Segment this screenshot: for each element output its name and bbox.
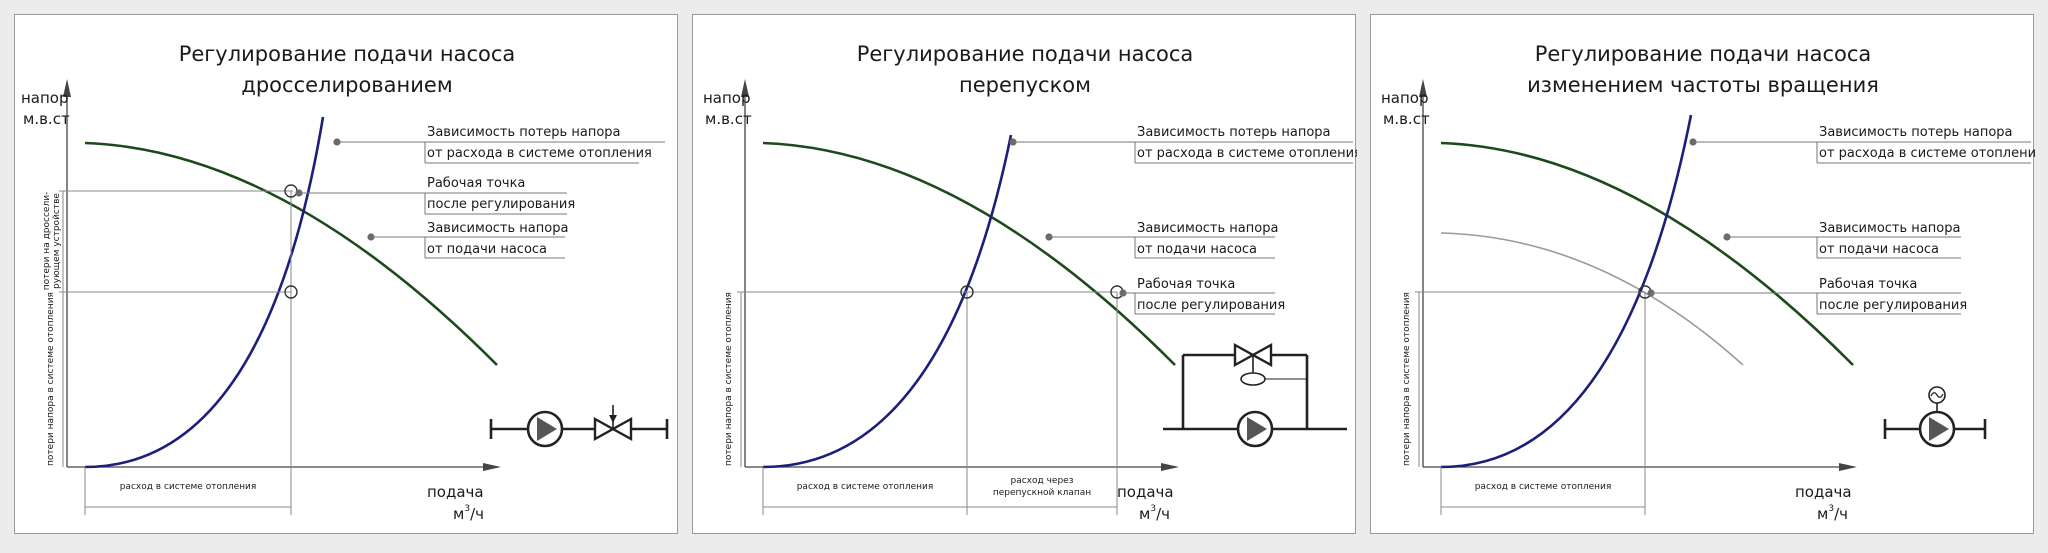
pump-curve: [1440, 141, 1854, 366]
panel-title-line2: изменением частоты вращения: [1527, 73, 1879, 97]
y-axis-label: напор: [703, 89, 751, 107]
y-axis-arrow: [63, 79, 71, 97]
label-1-line1: Зависимость потерь напора: [1137, 125, 1331, 140]
label-2-line1: Зависимость напора: [1137, 221, 1278, 236]
pump-with-throttle-valve-icon: [489, 405, 669, 448]
panel-title-line2: дросселированием: [241, 73, 452, 97]
panel-title-line1: Регулирование подачи насоса: [179, 42, 516, 66]
system-loss-note: потери напора в системе отопления: [46, 292, 56, 466]
label-3-line1: Рабочая точка: [1819, 277, 1917, 292]
panel-speed-control: Регулирование подачи насоса изменением ч…: [1370, 14, 2035, 534]
diagram-throttling: Регулирование подачи насоса дросселирова…: [21, 42, 669, 523]
label-2-line2: от подачи насоса: [1819, 242, 1939, 257]
x-axis-unit: м3/ч: [1817, 504, 1848, 523]
label-1-line2: от расхода в системе отопления: [427, 146, 652, 161]
flow-note: расход в системе отопления: [797, 482, 934, 492]
label-3-line1: Рабочая точка: [1137, 277, 1235, 292]
flow-note: расход в системе отопления: [120, 482, 257, 492]
x-axis-label: подача: [427, 483, 484, 501]
panel-title-line1: Регулирование подачи насоса: [1535, 42, 1872, 66]
label-3-line1: Зависимость напора: [427, 221, 568, 236]
throttle-loss-note: потери на дроссели-: [42, 192, 52, 291]
label-3-line2: после регулирования: [1819, 298, 1967, 313]
pump-curve: [84, 141, 498, 366]
panel-bypass: Регулирование подачи насоса перепуском н…: [692, 14, 1357, 534]
y-axis-unit: м.в.ст: [23, 110, 70, 128]
x-axis-label: подача: [1117, 483, 1174, 501]
x-axis-arrow: [483, 463, 501, 471]
x-axis-label: подача: [1795, 483, 1852, 501]
label-3-line2: после регулирования: [1137, 298, 1285, 313]
y-axis-unit: м.в.ст: [1383, 110, 1430, 128]
operating-point-system: [960, 285, 974, 299]
panel-title-line1: Регулирование подачи насоса: [857, 42, 1194, 66]
system-curve: [1440, 114, 1693, 469]
x-axis-arrow: [1161, 463, 1179, 471]
diagram-bypass: Регулирование подачи насоса перепуском н…: [703, 42, 1357, 523]
label-1-line2: от расхода в системе отопления: [1819, 146, 2035, 161]
label-2-line1: Зависимость напора: [1819, 221, 1960, 236]
label-1-line1: Зависимость потерь напора: [427, 125, 621, 140]
label-2-line2: от подачи насоса: [1137, 242, 1257, 257]
reduced-speed-pump-curve: [1440, 232, 1744, 366]
panel-throttling: Регулирование подачи насоса дросселирова…: [14, 14, 678, 534]
panel-title-line2: перепуском: [959, 73, 1091, 97]
y-axis-unit: м.в.ст: [705, 110, 752, 128]
bypass-flow-note-line1: расход через: [1011, 476, 1074, 486]
label-2-line2: после регулирования: [427, 197, 575, 212]
x-axis-arrow: [1839, 463, 1857, 471]
x-axis-unit: м3/ч: [1139, 504, 1170, 523]
label-1-line1: Зависимость потерь напора: [1819, 125, 2013, 140]
pump-with-bypass-valve-icon: [1163, 342, 1347, 448]
pump-curve: [762, 141, 1176, 366]
pump-with-frequency-drive-icon: [1883, 386, 1987, 448]
y-axis-label: напор: [21, 89, 69, 107]
operating-point-system: [284, 285, 298, 299]
throttle-loss-note2: рующем устройстве: [52, 193, 62, 289]
system-loss-note: потери напора в системе отопления: [724, 292, 734, 466]
y-axis-arrow: [1419, 79, 1427, 97]
label-1-line2: от расхода в системе отопления: [1137, 146, 1357, 161]
bypass-flow-note-line2: перепускной клапан: [993, 488, 1091, 498]
label-2-line1: Рабочая точка: [427, 176, 525, 191]
y-axis-arrow: [741, 79, 749, 97]
system-curve: [84, 116, 325, 469]
diagram-speed-control: Регулирование подачи насоса изменением ч…: [1381, 42, 2035, 523]
system-curve: [762, 134, 1013, 469]
flow-note: расход в системе отопления: [1475, 482, 1612, 492]
x-axis-unit: м3/ч: [453, 504, 484, 523]
system-loss-note: потери напора в системе отопления: [1402, 292, 1412, 466]
label-3-line2: от подачи насоса: [427, 242, 547, 257]
y-axis-label: напор: [1381, 89, 1429, 107]
